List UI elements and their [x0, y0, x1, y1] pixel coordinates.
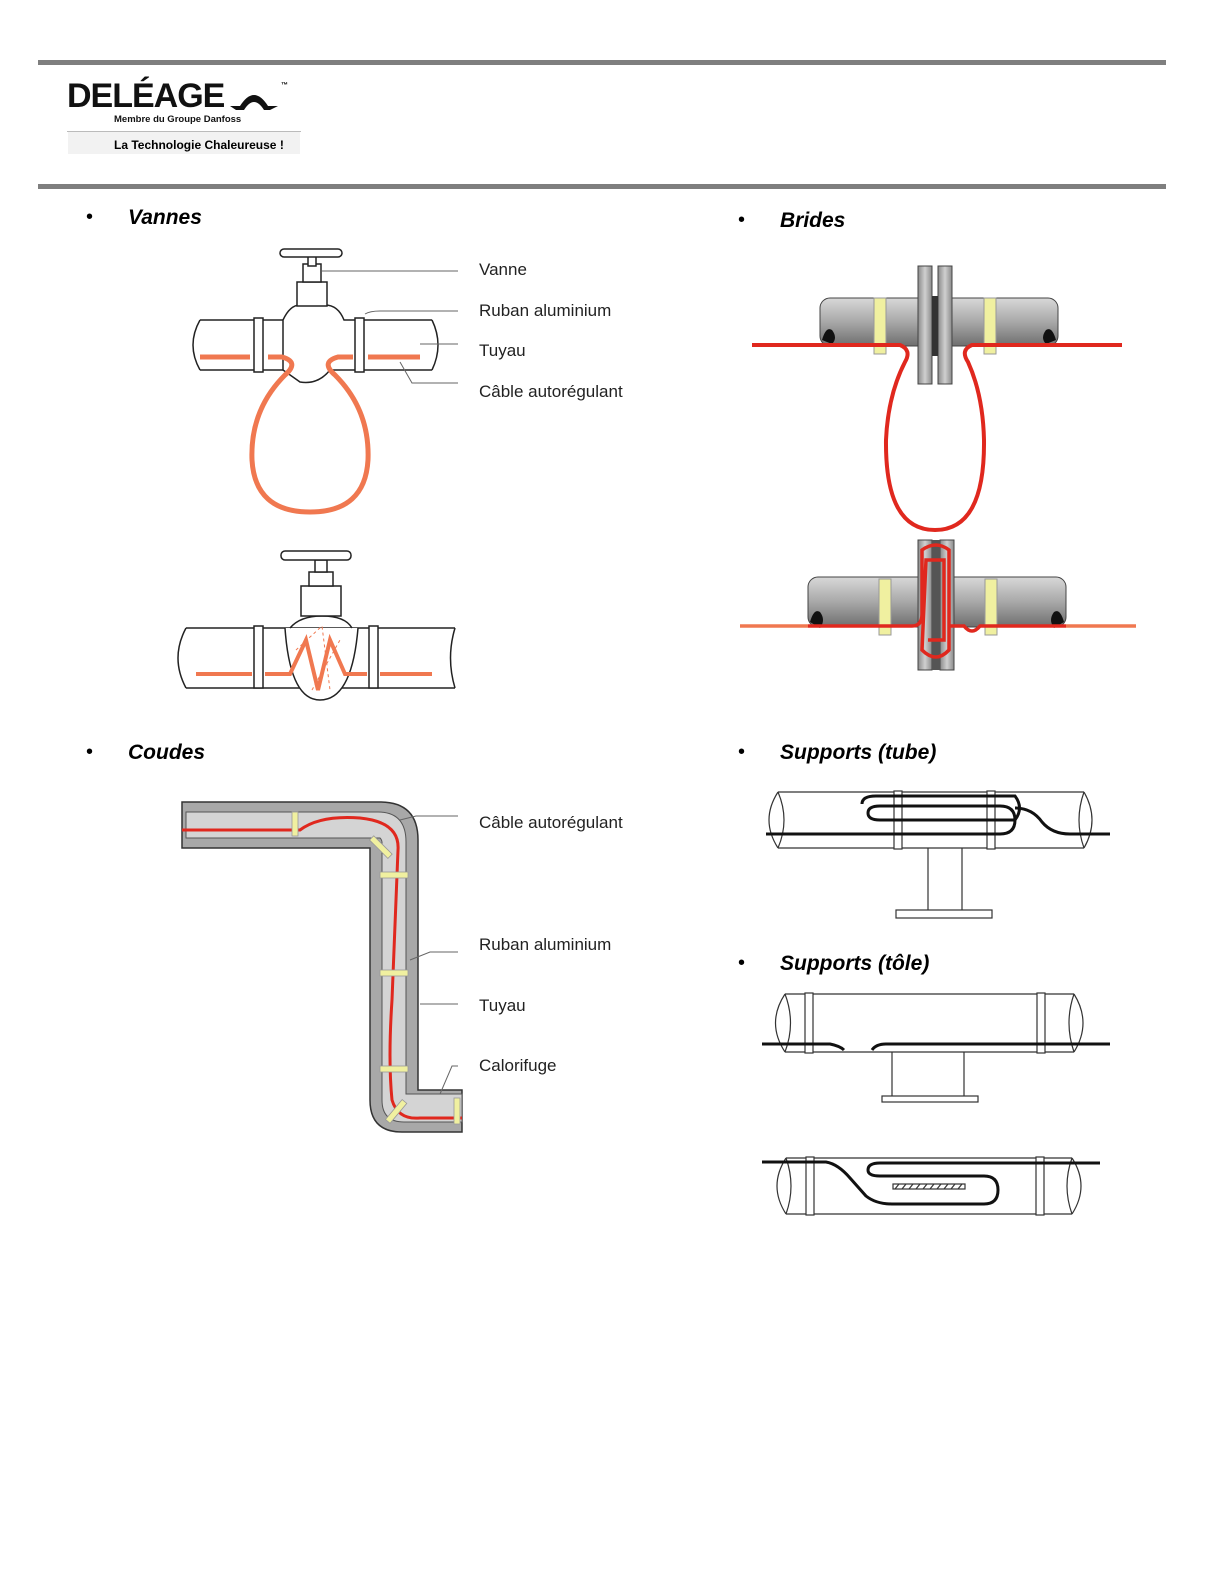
support-sheet-diagram-bottom	[0, 0, 1225, 1585]
